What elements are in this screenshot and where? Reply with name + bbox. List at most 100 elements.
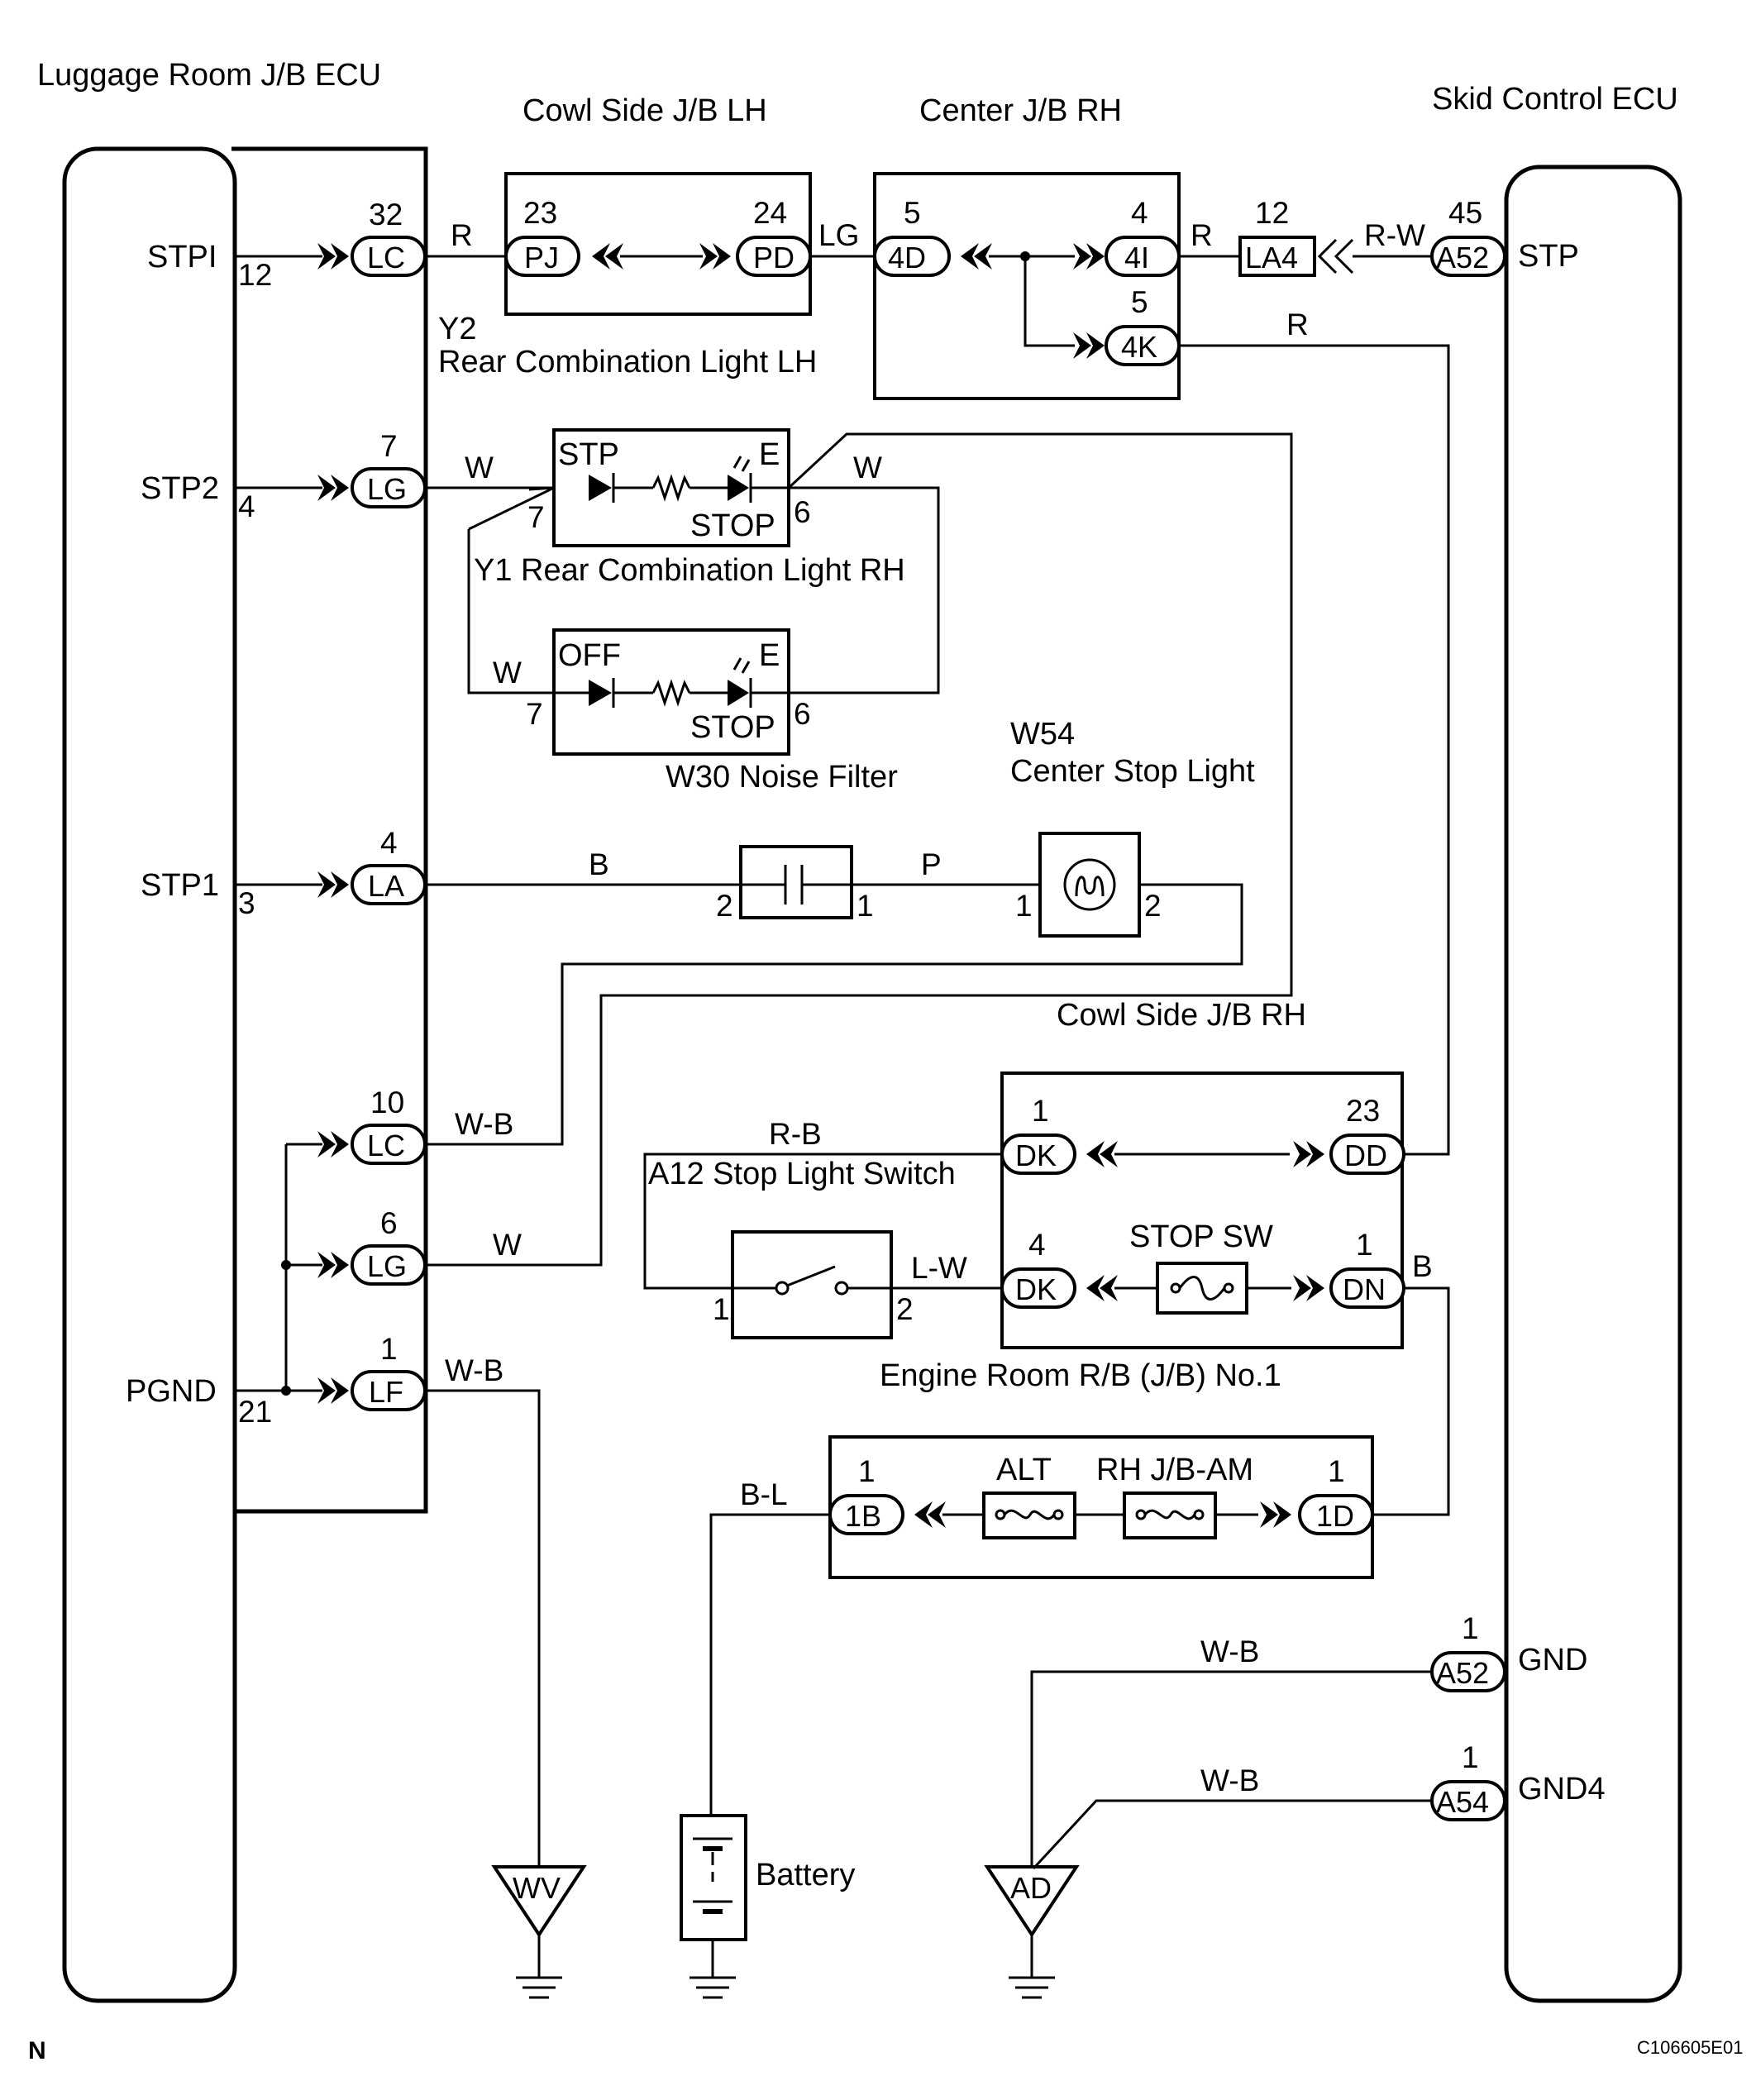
conn-lc-top-pin: 32 [369,198,403,231]
figure-code: C106605E01 [1637,2037,1743,2058]
conn-a52-gnd-pin: 1 [1462,1611,1479,1645]
terminal-pgnd-pin: 21 [238,1395,272,1429]
w30-off: OFF [558,638,621,673]
y2-label: Y2 [438,312,476,346]
cowl-lh-title: Cowl Side J/B LH [523,93,767,128]
conn-a52-stp-pin: 45 [1448,196,1482,230]
w30-noise-filter: W OFF E STOP 7 6 [493,628,811,756]
conn-4k-pin: 5 [1131,285,1148,319]
conn-pj: PJ [524,241,559,274]
conn-dk4-pin: 4 [1028,1228,1046,1262]
conn-la4-pin: 12 [1255,196,1289,230]
stop-sw-label: STOP SW [1129,1219,1273,1254]
conn-la: LA [368,869,404,903]
terminal-gnd: GND [1518,1643,1587,1678]
conn-a54-gnd4: A54 [1436,1785,1489,1819]
y1-stp: STP [558,437,619,472]
wire-b2: B [1412,1249,1433,1283]
terminal-gnd4: GND4 [1518,1772,1606,1806]
conn-4d-pin: 5 [904,196,921,230]
ground-wv: WV [513,1871,561,1905]
conn-dk1-pin: 1 [1032,1094,1049,1128]
sw-pin-l: 1 [713,1292,730,1326]
conn-lg-top: LG [367,472,407,506]
conn-dd: DD [1344,1138,1387,1172]
skid-control-ecu [1504,165,1682,2003]
wire-wb1: W-B [455,1107,513,1141]
luggage-room-ecu [62,146,428,2003]
w30-pin-r: 6 [794,697,811,731]
battery-circuit: B-L Battery [680,1477,855,1999]
terminal-stp1: STP1 [141,868,219,903]
wire-r3: R [1286,308,1309,341]
wire-w3: W [493,656,522,690]
engine-rb-label: Engine Room R/B (J/B) No.1 [880,1358,1281,1393]
gnd-circuit: A52 1 W-B A54 1 W-B AD [984,1611,1506,1999]
w30-e: E [759,638,780,673]
engine-room-rb: DK 1 DD 23 DK 4 STOP SW DN 1 [1000,1071,1405,1349]
terminal-pgnd: PGND [126,1374,217,1409]
corner-n: N [28,2037,46,2064]
battery-label: Battery [756,1858,855,1892]
cap-pin-l: 2 [716,889,733,923]
alt-label: ALT [996,1453,1052,1487]
w30-label: W30 Noise Filter [666,760,898,795]
y1-pin-l: 7 [527,500,545,534]
cowl-rh-label: Cowl Side J/B RH [1057,998,1306,1033]
skid-ecu-title: Skid Control ECU [1432,82,1678,117]
stpi-circuit: LC 32 R PJ 23 PD 24 LG 4D 5 4I 4 4K 5 [235,172,1506,1156]
conn-lf: LF [369,1375,403,1409]
conn-1b-pin: 1 [858,1454,876,1488]
conn-la-pin: 4 [380,826,398,860]
stp1-circuit: LA 4 B 2 1 P 1 2 [235,826,1243,1146]
conn-4i-pin: 4 [1131,196,1148,230]
y1-pin-r: 6 [794,495,811,529]
w30-stop: STOP [690,710,775,745]
conn-a54-gnd4-pin: 1 [1462,1740,1479,1774]
fusible-link-block: 1B 1 ALT RH J/B-AM 1D 1 [828,1435,1374,1579]
conn-lf-pin: 1 [380,1332,398,1366]
terminal-stp2-pin: 4 [238,489,255,523]
conn-dk4: DK [1015,1272,1057,1306]
sw-pin-r: 2 [896,1292,914,1326]
conn-a52-gnd: A52 [1436,1656,1489,1690]
center-jb-title: Center J/B RH [919,93,1122,128]
w54-name: Center Stop Light [1010,754,1255,789]
conn-4i: 4I [1124,241,1149,274]
conn-4k: 4K [1121,330,1157,364]
wire-rw: R-W [1364,218,1425,252]
wire-w4: W [493,1228,522,1262]
conn-1b: 1B [845,1499,881,1533]
conn-lg-top-pin: 7 [380,429,398,463]
conn-la4: LA4 [1245,241,1298,274]
wire-wb3: W-B [1200,1635,1259,1668]
wire-p: P [921,847,942,881]
wire-b1: B [589,847,609,881]
wire-wb2: W-B [445,1353,503,1387]
conn-pj-pin: 23 [523,196,557,230]
a12-label: A12 Stop Light Switch [648,1157,956,1191]
lamp-pin-l: 1 [1015,889,1033,923]
conn-1d-pin: 1 [1328,1454,1345,1488]
y1-label: Y1 Rear Combination Light RH [474,553,905,588]
conn-lc-top: LC [367,241,405,274]
terminal-stp1-pin: 3 [238,886,255,920]
w54-label: W54 [1010,717,1075,752]
wire-rb: R-B [769,1117,822,1151]
conn-1d: 1D [1316,1499,1354,1533]
terminal-stpi: STPI [147,240,217,274]
wire-bl: B-L [740,1477,788,1511]
conn-pd-pin: 24 [753,196,787,230]
ground-ad: AD [1010,1871,1052,1905]
wire-w1: W [465,451,494,484]
stop-light-switch: A12 Stop Light Switch R-B 1 2 L-W [643,1117,1002,1339]
wire-lw: L-W [911,1251,967,1285]
terminal-stp2: STP2 [141,471,219,506]
cap-pin-r: 1 [857,889,874,923]
stp2-circuit: LG 7 W STP E STOP 7 6 W [235,428,1293,1267]
conn-pd: PD [753,241,794,274]
conn-lg-bot-pin: 6 [380,1206,398,1240]
wire-lg: LG [818,218,859,252]
wire-r2: R [1191,218,1213,252]
